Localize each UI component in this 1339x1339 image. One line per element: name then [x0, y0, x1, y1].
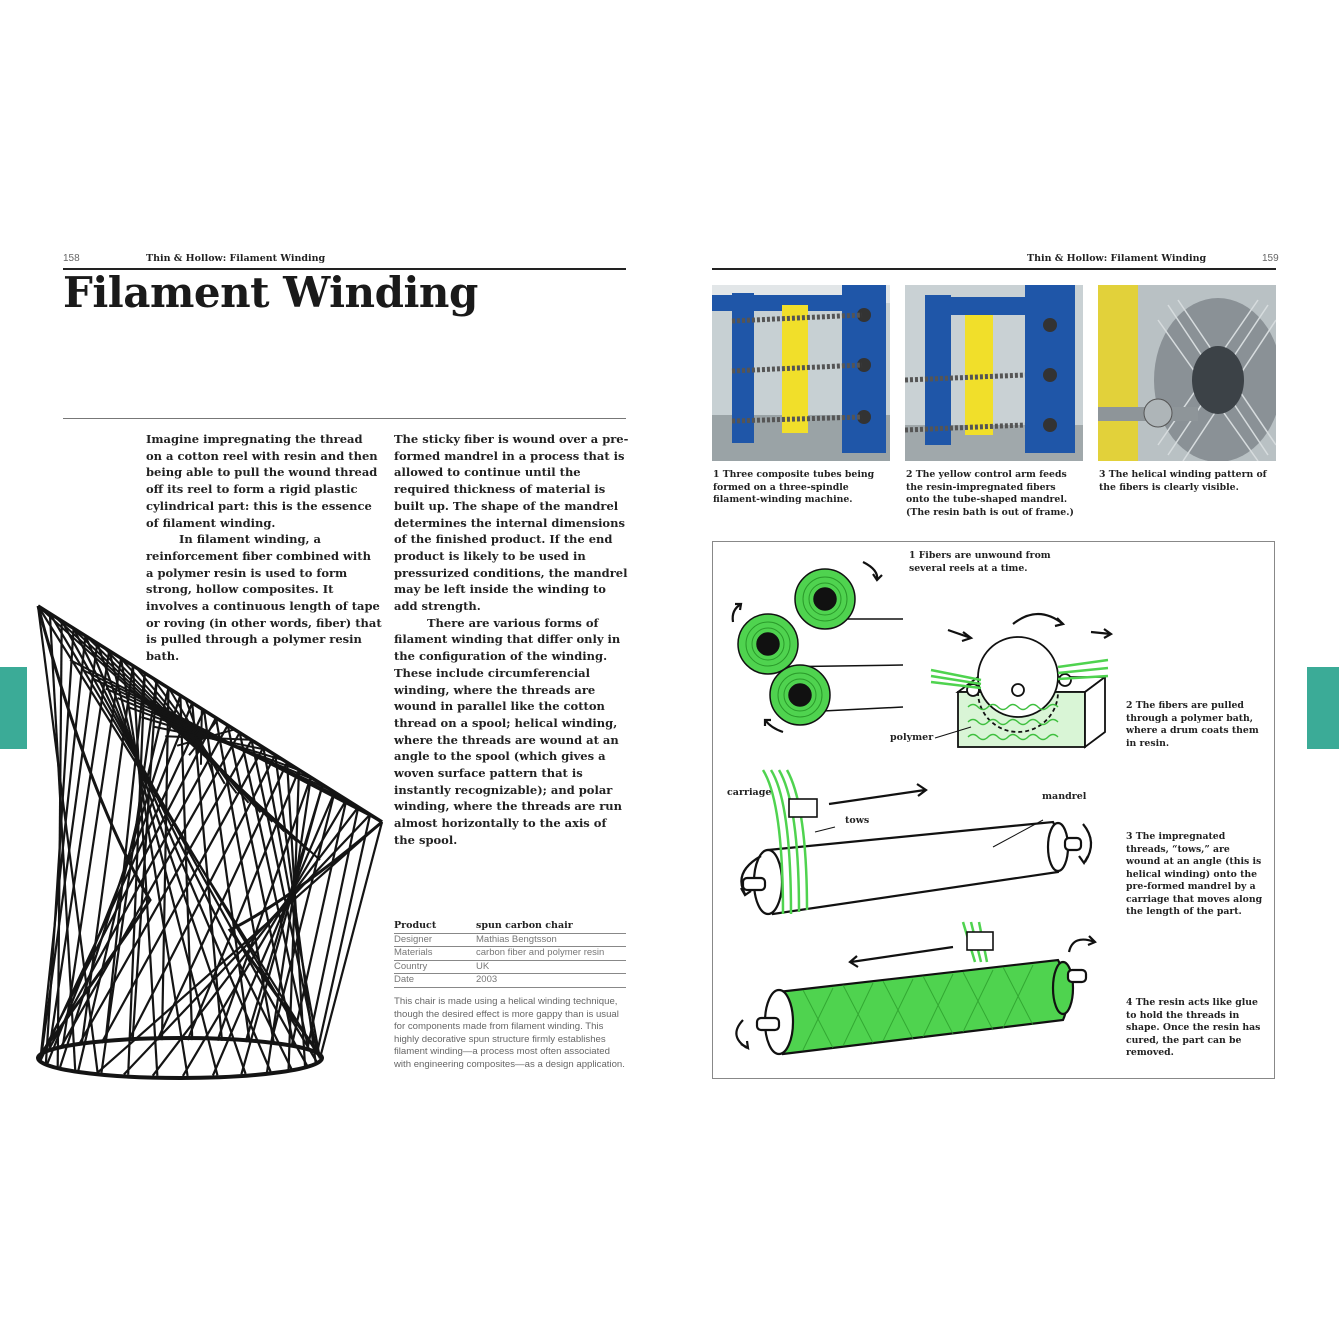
spec-key: Country: [394, 960, 428, 972]
spec-key: Product: [394, 920, 437, 931]
photo-caption-3: 3 The helical winding pattern of the fib…: [1099, 469, 1267, 493]
right-header-rule: [712, 268, 1276, 270]
photo-three-spindle-machine: [712, 285, 890, 461]
left-section-tab: [0, 667, 27, 749]
photo-helical-pattern: [1098, 285, 1276, 461]
paragraph: The sticky fiber is wound over a pre-for…: [394, 432, 629, 614]
spec-value: Mathias Bengtsson: [476, 933, 557, 945]
paragraph: Imagine impregnating the thread on a cot…: [146, 432, 378, 530]
process-diagram: 1 Fibers are unwound from several reels …: [712, 541, 1275, 1079]
spec-row: Designer Mathias Bengtsson: [394, 933, 626, 947]
spec-value: carbon fiber and polymer resin: [476, 947, 605, 958]
left-running-head: Thin & Hollow: Filament Winding: [146, 253, 326, 264]
spec-key: Materials: [394, 947, 433, 958]
body-column-2: The sticky fiber is wound over a pre-for…: [394, 431, 629, 849]
spec-key: Date: [394, 974, 415, 985]
diagram-step-3: 3 The impregnated threads, “tows,” are w…: [1126, 831, 1263, 917]
section-divider: [63, 418, 626, 419]
photo-caption-1: 1 Three composite tubes being formed on …: [713, 469, 875, 505]
left-header-rule: [63, 268, 626, 270]
label-carriage: carriage: [727, 787, 772, 798]
right-section-tab: [1307, 667, 1339, 749]
diagram-step-1: 1 Fibers are unwound from several reels …: [909, 550, 1051, 574]
spec-key: Designer: [394, 933, 433, 945]
spun-carbon-chair-image: [36, 604, 384, 1080]
body-column-1: Imagine impregnating the thread on a cot…: [146, 431, 382, 665]
photo-caption-2: 2 The yellow control arm feeds the resin…: [906, 469, 1074, 518]
label-polymer: polymer: [890, 732, 934, 743]
spec-row: Product spun carbon chair: [394, 920, 626, 934]
paragraph: In filament winding, a reinforcement fib…: [146, 532, 382, 664]
left-page-number: 158: [63, 253, 80, 264]
diagram-step-2: 2 The fibers are pulled through a polyme…: [1126, 700, 1259, 749]
right-page-number: 159: [1262, 253, 1279, 264]
spec-value: spun carbon chair: [476, 920, 573, 931]
diagram-step-4: 4 The resin acts like glue to hold the t…: [1126, 997, 1261, 1058]
process-diagram-drawing: [731, 561, 1114, 1056]
label-tows: tows: [845, 815, 870, 826]
label-mandrel: mandrel: [1042, 791, 1087, 802]
page-title: Filament Winding: [63, 268, 478, 317]
spec-value: 2003: [476, 974, 498, 985]
spec-row: Date 2003: [394, 974, 626, 988]
spec-row: Country UK: [394, 960, 626, 974]
spec-row: Materials carbon fiber and polymer resin: [394, 947, 626, 961]
spec-value: UK: [476, 960, 490, 972]
paragraph: There are various forms of filament wind…: [394, 615, 623, 847]
product-description: This chair is made using a helical windi…: [394, 996, 625, 1070]
right-running-head: Thin & Hollow: Filament Winding: [1027, 253, 1207, 264]
photo-yellow-control-arm: [905, 285, 1083, 461]
